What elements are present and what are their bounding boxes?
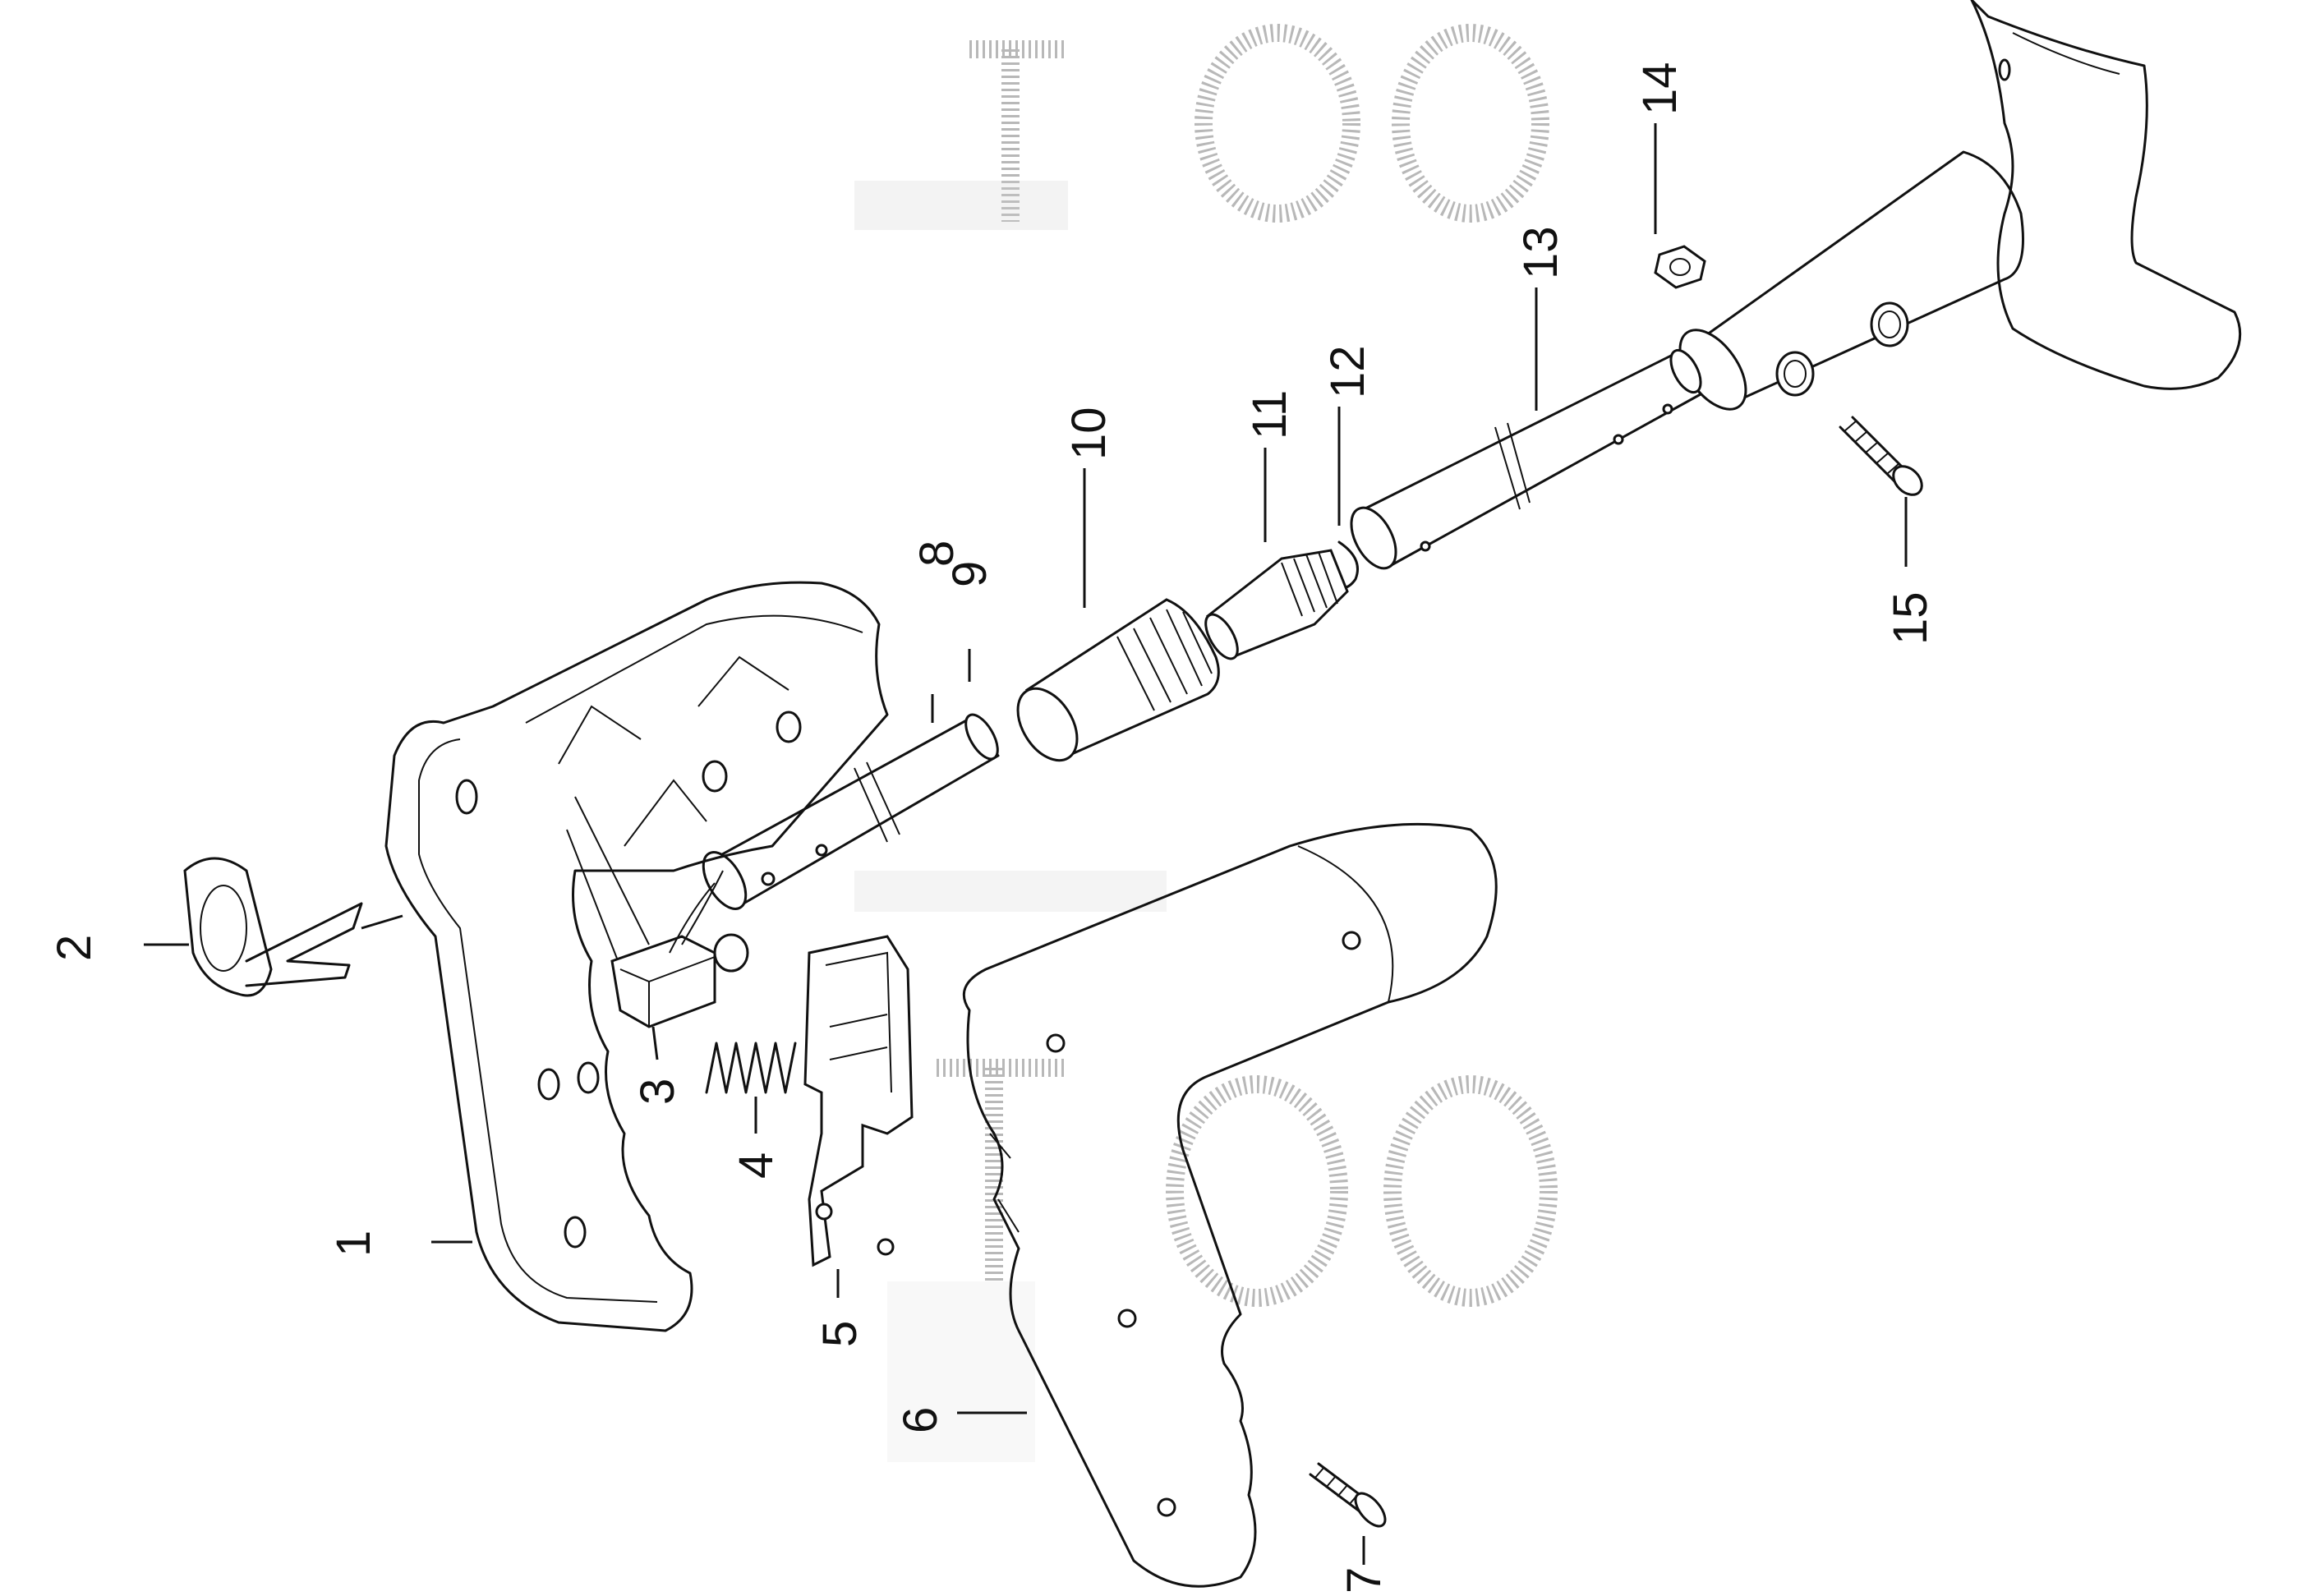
background-watermark (854, 24, 1558, 1462)
callout-9: 9 (943, 561, 997, 587)
callout-numbers: 1 2 3 4 5 6 7 8 9 10 11 12 13 14 15 (48, 62, 1937, 1594)
callout-13: 13 (1514, 226, 1567, 279)
knurled-nut-part-10 (1016, 598, 1220, 762)
callout-10: 10 (1062, 407, 1116, 460)
callout-1: 1 (327, 1230, 380, 1257)
lock-button-part-2 (183, 857, 363, 997)
inner-tube-part-8-9 (702, 713, 1000, 910)
screw-part-15 (1839, 416, 1923, 496)
mounting-bracket (1970, 0, 2242, 390)
leader-2b (361, 914, 403, 930)
callout-7: 7 (1337, 1567, 1391, 1594)
callout-15: 15 (1884, 591, 1937, 645)
callout-4: 4 (730, 1152, 783, 1179)
housing-left-half-part-1 (384, 581, 889, 1332)
callout-14: 14 (1633, 62, 1687, 115)
leader-lines (144, 123, 1908, 1565)
tube-housing (1678, 150, 2024, 411)
callout-8: 8 (910, 540, 964, 567)
micro-switch-part-3 (610, 870, 749, 1028)
spring-part-4 (705, 1042, 797, 1094)
callout-5: 5 (813, 1321, 867, 1347)
leader-3 (651, 1026, 659, 1060)
callout-3: 3 (631, 1079, 684, 1105)
callout-2: 2 (48, 935, 101, 961)
extension-tube-part-13 (1350, 348, 1702, 570)
housing-right-half-part-6 (962, 822, 1498, 1588)
collet-part-11 (1204, 549, 1349, 660)
trigger-part-5 (803, 935, 914, 1267)
nut-part-14 (1654, 245, 1706, 289)
callout-11: 11 (1243, 390, 1296, 439)
screw-part-7 (1309, 1462, 1387, 1528)
callout-6: 6 (894, 1407, 947, 1433)
callout-12: 12 (1321, 345, 1374, 398)
